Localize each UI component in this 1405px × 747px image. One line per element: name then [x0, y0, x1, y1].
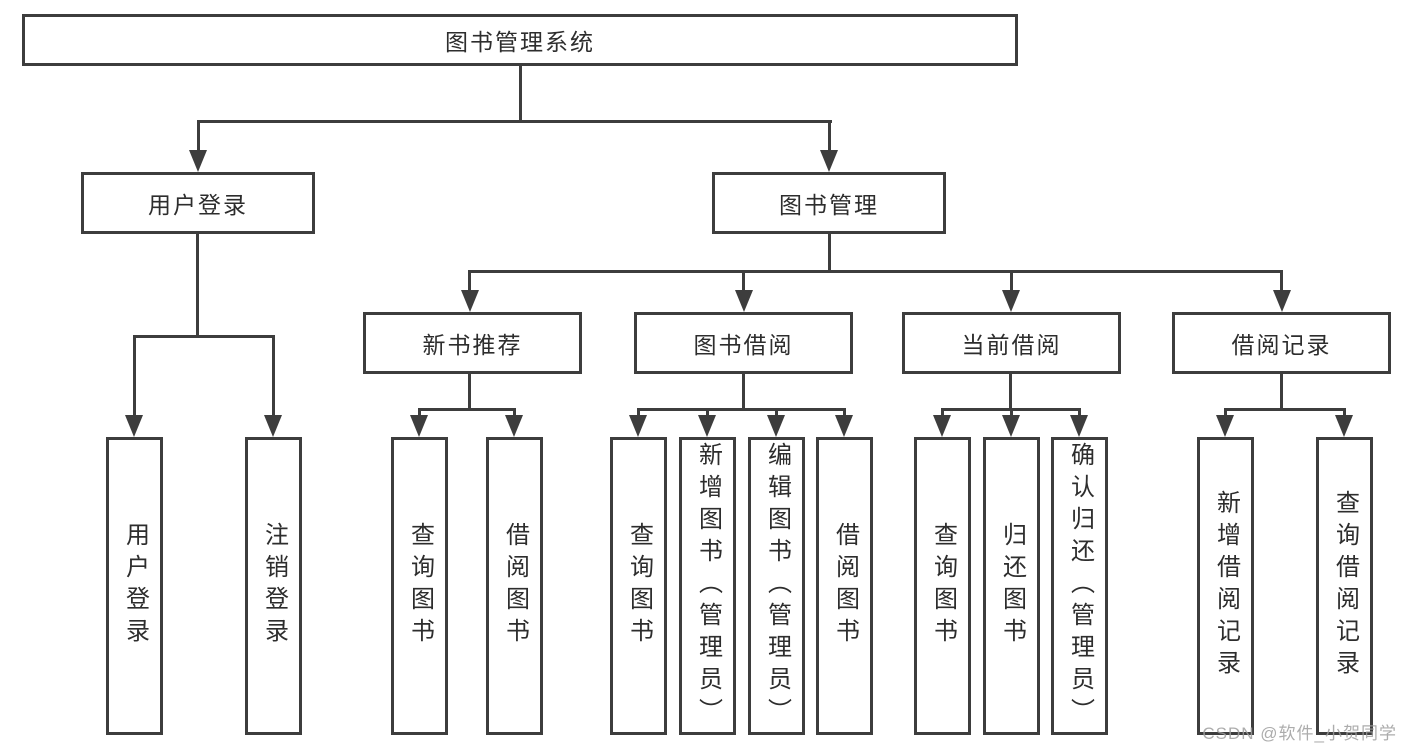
connector [197, 120, 832, 123]
arrow-down-icon [189, 150, 207, 172]
leaf-add-borrow-record: 新增借阅记录 [1197, 437, 1254, 735]
connector [1078, 408, 1081, 417]
leaf-label: 注销登录 [260, 522, 288, 650]
arrow-down-icon [1002, 290, 1020, 312]
arrow-down-icon [629, 415, 647, 437]
arrow-down-icon [735, 290, 753, 312]
connector [513, 408, 516, 417]
arrow-down-icon [1002, 415, 1020, 437]
node-label: 图书管理系统 [445, 29, 595, 55]
arrow-down-icon [1070, 415, 1088, 437]
leaf-user-login: 用户登录 [106, 437, 163, 735]
connector [637, 408, 846, 411]
connector [1280, 374, 1283, 410]
leaf-label: 新增图书（管理员） [694, 442, 722, 730]
node-new-book-recommendation: 新书推荐 [363, 312, 582, 374]
connector [1343, 408, 1346, 417]
arrow-down-icon [264, 415, 282, 437]
node-book-management-module: 图书管理 [712, 172, 946, 234]
leaf-borrow-books-recommend: 借阅图书 [486, 437, 543, 735]
connector [1010, 270, 1013, 293]
connector [941, 408, 944, 417]
arrow-down-icon [767, 415, 785, 437]
node-user-login-module: 用户登录 [81, 172, 315, 234]
csdn-watermark: CSDN @软件_小贺同学 [1202, 724, 1397, 743]
leaf-label: 用户登录 [121, 522, 149, 650]
arrow-down-icon [698, 415, 716, 437]
connector [418, 408, 421, 417]
node-borrowing-records: 借阅记录 [1172, 312, 1391, 374]
connector [1224, 408, 1227, 417]
arrow-down-icon [835, 415, 853, 437]
connector [742, 270, 745, 293]
leaf-add-books-admin: 新增图书（管理员） [679, 437, 736, 735]
connector [468, 374, 471, 410]
connector [742, 374, 745, 410]
arrow-down-icon [933, 415, 951, 437]
arrow-down-icon [820, 150, 838, 172]
connector [133, 335, 275, 338]
leaf-edit-books-admin: 编辑图书（管理员） [748, 437, 805, 735]
leaf-query-books-recommend: 查询图书 [391, 437, 448, 735]
node-label: 当前借阅 [961, 332, 1062, 358]
connector [1010, 408, 1013, 417]
leaf-return-books: 归还图书 [983, 437, 1040, 735]
connector [1224, 408, 1346, 411]
leaf-label: 查询图书 [929, 522, 957, 650]
connector [775, 408, 778, 417]
arrow-down-icon [125, 415, 143, 437]
leaf-label: 查询图书 [406, 522, 434, 650]
leaf-label: 编辑图书（管理员） [763, 442, 791, 730]
connector [272, 335, 275, 417]
node-label: 图书管理 [779, 192, 879, 218]
leaf-query-books-current: 查询图书 [914, 437, 971, 735]
connector [133, 335, 136, 417]
arrow-down-icon [461, 290, 479, 312]
connector [197, 120, 200, 152]
connector [637, 408, 640, 417]
leaf-query-borrow-record: 查询借阅记录 [1316, 437, 1373, 735]
arrow-down-icon [1335, 415, 1353, 437]
connector [828, 120, 831, 152]
arrow-down-icon [505, 415, 523, 437]
leaf-confirm-return-admin: 确认归还（管理员） [1051, 437, 1108, 735]
node-label: 借阅记录 [1231, 332, 1332, 358]
connector [1009, 374, 1012, 410]
connector [828, 234, 831, 273]
leaf-label: 借阅图书 [831, 522, 859, 650]
connector [468, 270, 471, 293]
connector [843, 408, 846, 417]
leaf-label: 查询图书 [625, 522, 653, 650]
connector [418, 408, 516, 411]
node-label: 新书推荐 [422, 332, 523, 358]
leaf-query-books-borrowing: 查询图书 [610, 437, 667, 735]
node-book-borrowing: 图书借阅 [634, 312, 853, 374]
leaf-logout: 注销登录 [245, 437, 302, 735]
connector [1280, 270, 1283, 293]
leaf-label: 新增借阅记录 [1212, 490, 1240, 682]
node-library-management-system: 图书管理系统 [22, 14, 1018, 66]
node-current-borrowing: 当前借阅 [902, 312, 1121, 374]
arrow-down-icon [410, 415, 428, 437]
leaf-borrow-books: 借阅图书 [816, 437, 873, 735]
arrow-down-icon [1216, 415, 1234, 437]
arrow-down-icon [1273, 290, 1291, 312]
leaf-label: 借阅图书 [501, 522, 529, 650]
connector [706, 408, 709, 417]
connector [196, 234, 199, 338]
leaf-label: 确认归还（管理员） [1066, 442, 1094, 730]
connector [519, 66, 522, 122]
leaf-label: 归还图书 [998, 522, 1026, 650]
connector [468, 270, 1283, 273]
node-label: 用户登录 [148, 192, 248, 218]
leaf-label: 查询借阅记录 [1331, 490, 1359, 682]
node-label: 图书借阅 [693, 332, 794, 358]
